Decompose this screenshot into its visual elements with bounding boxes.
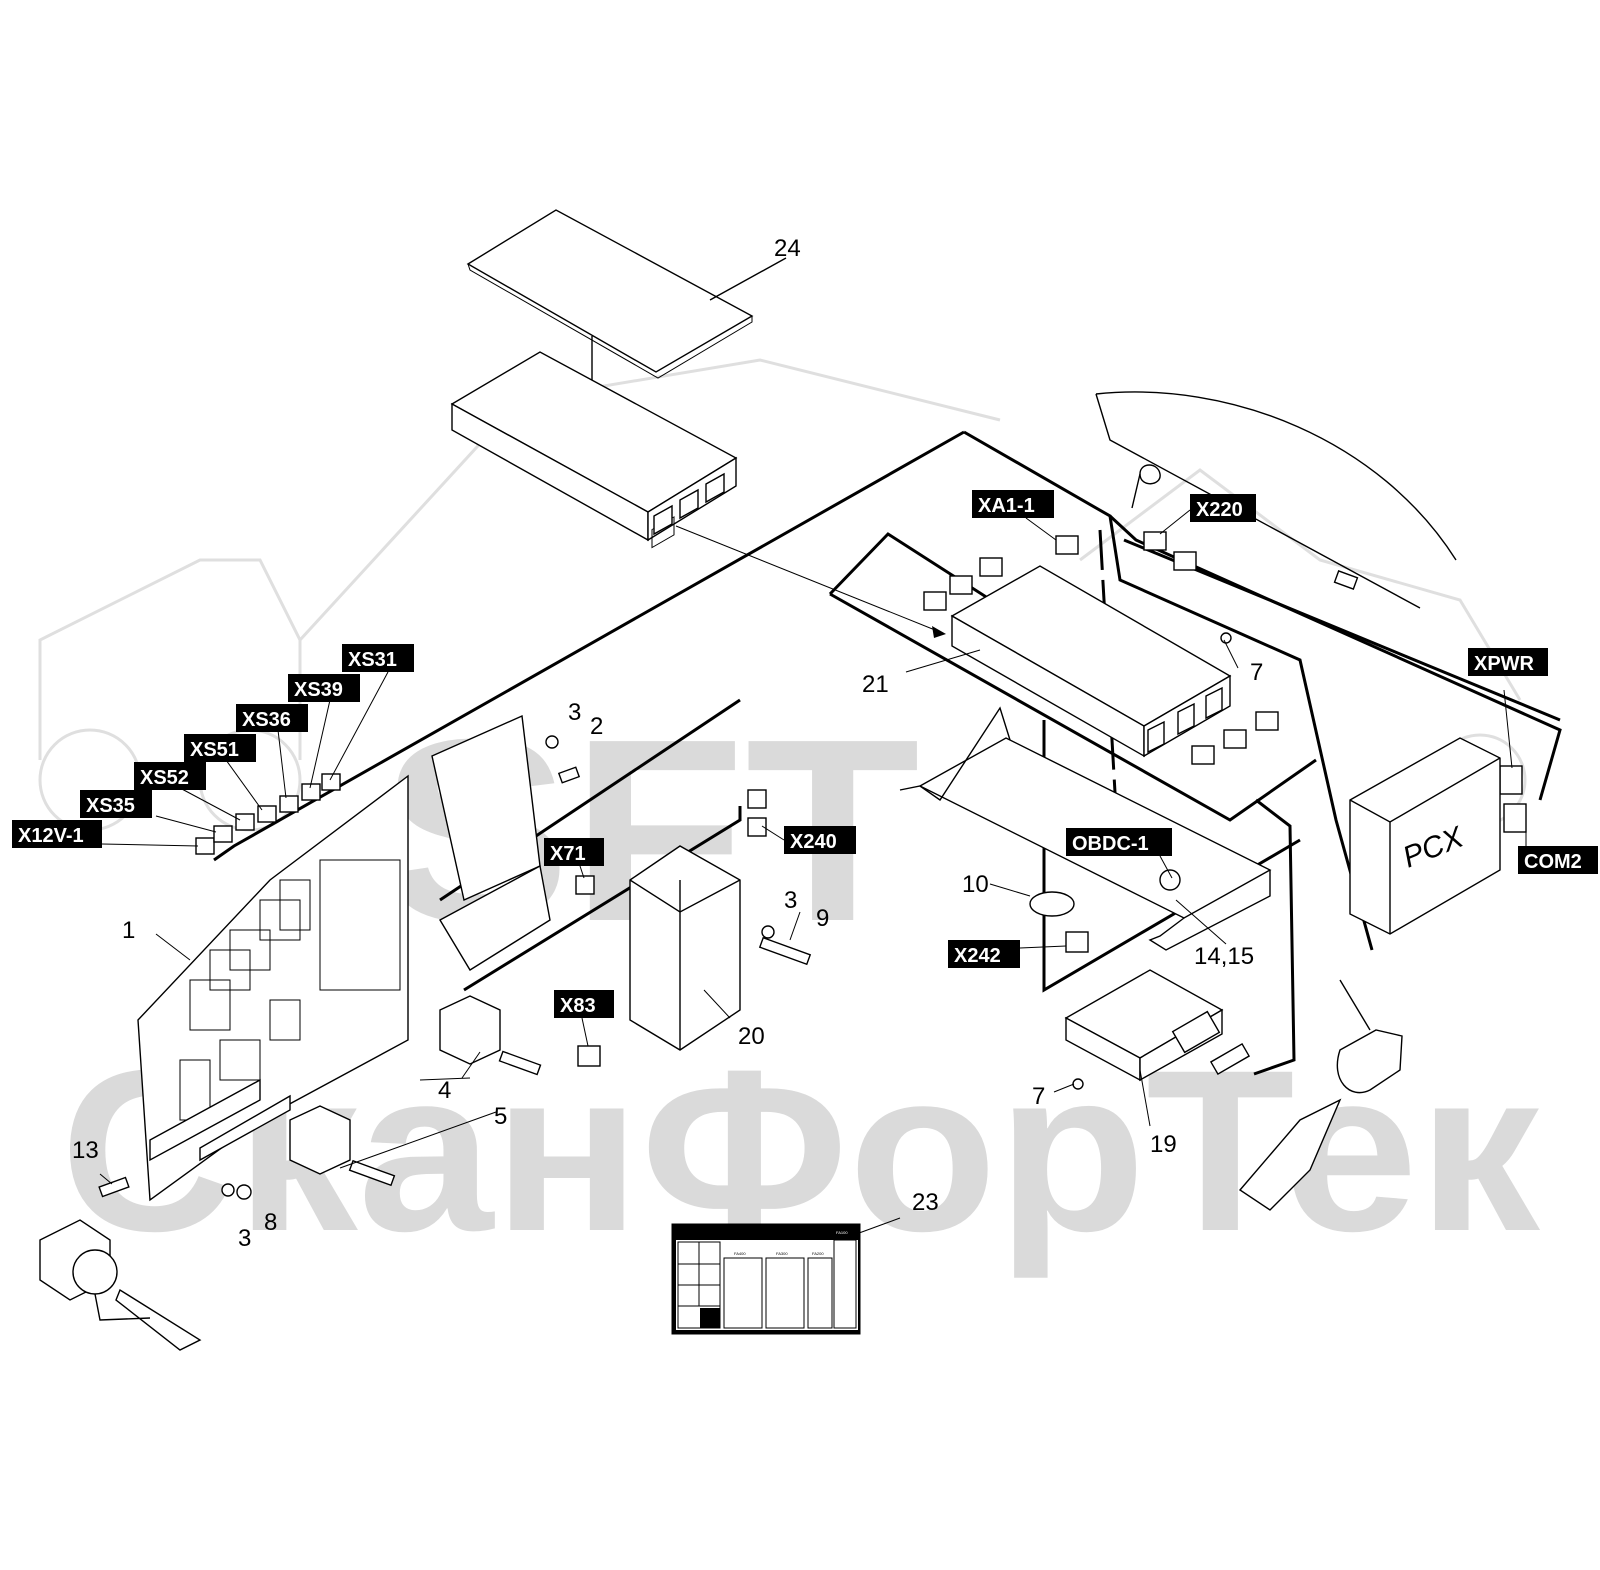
connector-tags: XA1-1 X220 XPWR COM2 XS31 XS39: [12, 490, 1598, 1047]
svg-text:XS36: XS36: [242, 709, 291, 731]
part-number-14-15: 14,15: [1194, 943, 1254, 970]
accelerator-pedal-right: [1238, 979, 1403, 1211]
housing-ports: [653, 472, 725, 536]
svg-text:XS35: XS35: [86, 795, 135, 817]
svg-text:X12V-1: X12V-1: [18, 825, 84, 847]
tag-xa1-1: XA1-1: [972, 490, 1057, 541]
accelerator-pedal-left: [39, 1219, 202, 1351]
pcx-module: PCX: [1349, 737, 1501, 935]
part-number-3-top: 3: [568, 699, 581, 726]
controller-unit: [1064, 969, 1251, 1082]
part-number-2: 2: [590, 713, 603, 740]
cable-clamps: [98, 632, 1232, 1200]
svg-text:XS39: XS39: [294, 679, 343, 701]
mounting-plate: [431, 714, 551, 971]
upper-housing: [450, 351, 946, 638]
fuse-header-fa100: FA100: [836, 1230, 848, 1235]
relay-box: [950, 565, 1232, 758]
ecu-module: [629, 845, 741, 1051]
svg-text:X83: X83: [560, 995, 596, 1017]
part-number-8: 8: [264, 1209, 277, 1236]
main-fuse-panel: [137, 774, 409, 1202]
part-number-13: 13: [72, 1137, 99, 1164]
part-number-7-lower: 7: [1032, 1083, 1045, 1110]
part-number-24: 24: [774, 235, 801, 262]
part-number-19: 19: [1150, 1131, 1177, 1158]
tag-xs39: XS39: [288, 674, 360, 789]
part-number-labels: 24 21 7 3 2 1 20 3 9 10 14,15 7 19 13 3 …: [72, 235, 1263, 1252]
part-number-4: 4: [438, 1077, 451, 1104]
fuse-header-fa200: FA200: [812, 1251, 824, 1256]
svg-text:XS51: XS51: [190, 739, 239, 761]
svg-text:XS52: XS52: [140, 767, 189, 789]
tag-x71: X71: [544, 838, 604, 879]
svg-text:XPWR: XPWR: [1474, 653, 1535, 675]
tag-xs51: XS51: [184, 734, 263, 811]
cab-roof-panel: [1095, 391, 1457, 609]
tag-x83: X83: [554, 990, 614, 1047]
part-number-23: 23: [912, 1189, 939, 1216]
svg-text:XA1-1: XA1-1: [978, 495, 1035, 517]
tag-x220: X220: [1159, 494, 1256, 535]
part-number-3-bottom: 3: [238, 1225, 251, 1252]
part-number-1: 1: [122, 917, 135, 944]
part-number-5: 5: [494, 1103, 507, 1130]
svg-text:X220: X220: [1196, 499, 1243, 521]
harness-connectors: [195, 531, 1527, 1067]
tag-xs31: XS31: [329, 644, 414, 781]
svg-text:X71: X71: [550, 843, 586, 865]
part-number-7-upper: 7: [1250, 659, 1263, 686]
tag-xs35: XS35: [80, 790, 217, 833]
tag-xs52: XS52: [134, 762, 241, 821]
part-number-10: 10: [962, 871, 989, 898]
tag-x242: X242: [948, 940, 1067, 968]
tag-xs36: XS36: [236, 704, 308, 799]
part-number-21: 21: [862, 671, 889, 698]
tag-x240: X240: [761, 825, 856, 854]
svg-text:COM2: COM2: [1524, 851, 1582, 873]
tag-xpwr: XPWR: [1468, 648, 1548, 769]
tag-obdc-1: OBDC-1: [1066, 828, 1173, 879]
svg-text:OBDC-1: OBDC-1: [1072, 833, 1149, 855]
svg-text:X242: X242: [954, 945, 1001, 967]
part-number-9: 9: [816, 905, 829, 932]
svg-text:XS31: XS31: [348, 649, 397, 671]
fuse-header-fa400: FA400: [734, 1251, 746, 1256]
leader-lines: [99, 639, 1239, 1241]
tag-x12v-1: X12V-1: [12, 820, 199, 848]
fuse-header-fa300: FA300: [776, 1251, 788, 1256]
part-number-20: 20: [738, 1023, 765, 1050]
fuse-sticker: FA400 FA300 FA200 FA100: [671, 1223, 861, 1335]
tag-com2: COM2: [1518, 818, 1598, 874]
svg-text:X240: X240: [790, 831, 837, 853]
part-number-3-mid: 3: [784, 887, 797, 914]
